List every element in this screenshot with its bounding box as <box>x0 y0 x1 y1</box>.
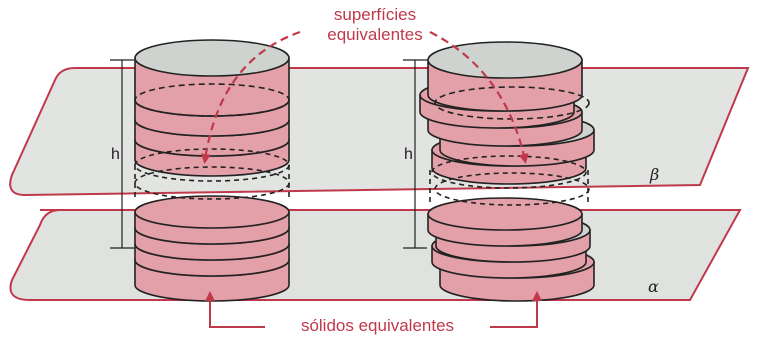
left-cylinder <box>134 195 290 302</box>
surfaces-label: superfícies equivalentes <box>305 5 445 45</box>
plane-beta <box>9 67 750 197</box>
plane-alpha <box>9 209 742 301</box>
solid-arrows <box>205 291 542 328</box>
right-cylinder <box>427 197 595 302</box>
surface-arrows <box>200 30 529 164</box>
plane-beta-label: β <box>650 165 660 184</box>
height-marker-right <box>403 59 427 249</box>
height-marker-left <box>110 59 134 249</box>
height-label-right: h <box>404 146 413 163</box>
surfaces-label-line2: equivalentes <box>327 25 423 44</box>
surfaces-label-line1: superfícies <box>333 5 417 24</box>
solids-label: sólidos equivalentes <box>300 316 455 335</box>
plane-alpha-label: α <box>648 277 659 296</box>
height-label-left: h <box>111 146 120 163</box>
